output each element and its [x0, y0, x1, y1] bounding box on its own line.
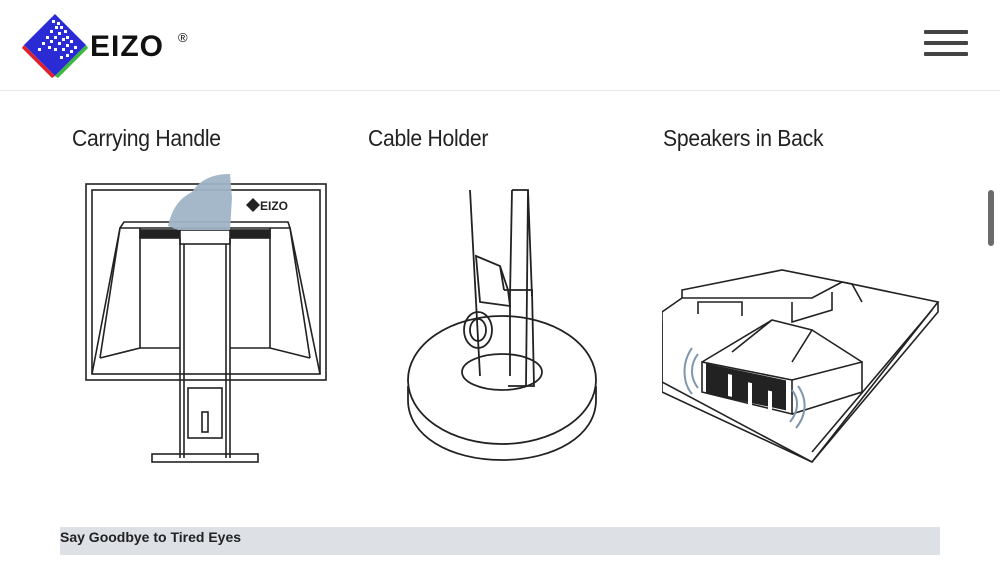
eizo-logo-mark-icon: [22, 14, 88, 78]
site-header: EIZO ®: [0, 0, 1000, 91]
feature-speakers-in-back: Speakers in Back: [663, 125, 837, 152]
cable-holder-illustration: [407, 189, 597, 461]
feature-carrying-handle: Carrying Handle: [72, 125, 234, 152]
monitor-logo-text: EIZO: [260, 199, 288, 213]
page-scrollbar[interactable]: [988, 190, 994, 246]
speaker-grille: [706, 363, 786, 414]
monitor-logo-mark-icon: [246, 198, 260, 212]
sound-wave-icon: [683, 347, 806, 429]
eizo-logo[interactable]: EIZO ®: [22, 12, 212, 80]
feature-title: Speakers in Back: [663, 125, 824, 151]
brand-name: EIZO: [90, 30, 165, 63]
feature-cable-holder: Cable Holder: [368, 125, 499, 152]
hamburger-menu-icon[interactable]: [924, 30, 970, 60]
section-title: Say Goodbye to Tired Eyes: [60, 529, 242, 545]
section-heading-bar: Say Goodbye to Tired Eyes: [60, 527, 940, 555]
carrying-handle-illustration: EIZO: [85, 174, 327, 463]
feature-title: Cable Holder: [368, 125, 489, 151]
registered-mark: ®: [178, 30, 188, 45]
speakers-in-back-illustration: [662, 269, 940, 464]
feature-title: Carrying Handle: [72, 125, 221, 151]
